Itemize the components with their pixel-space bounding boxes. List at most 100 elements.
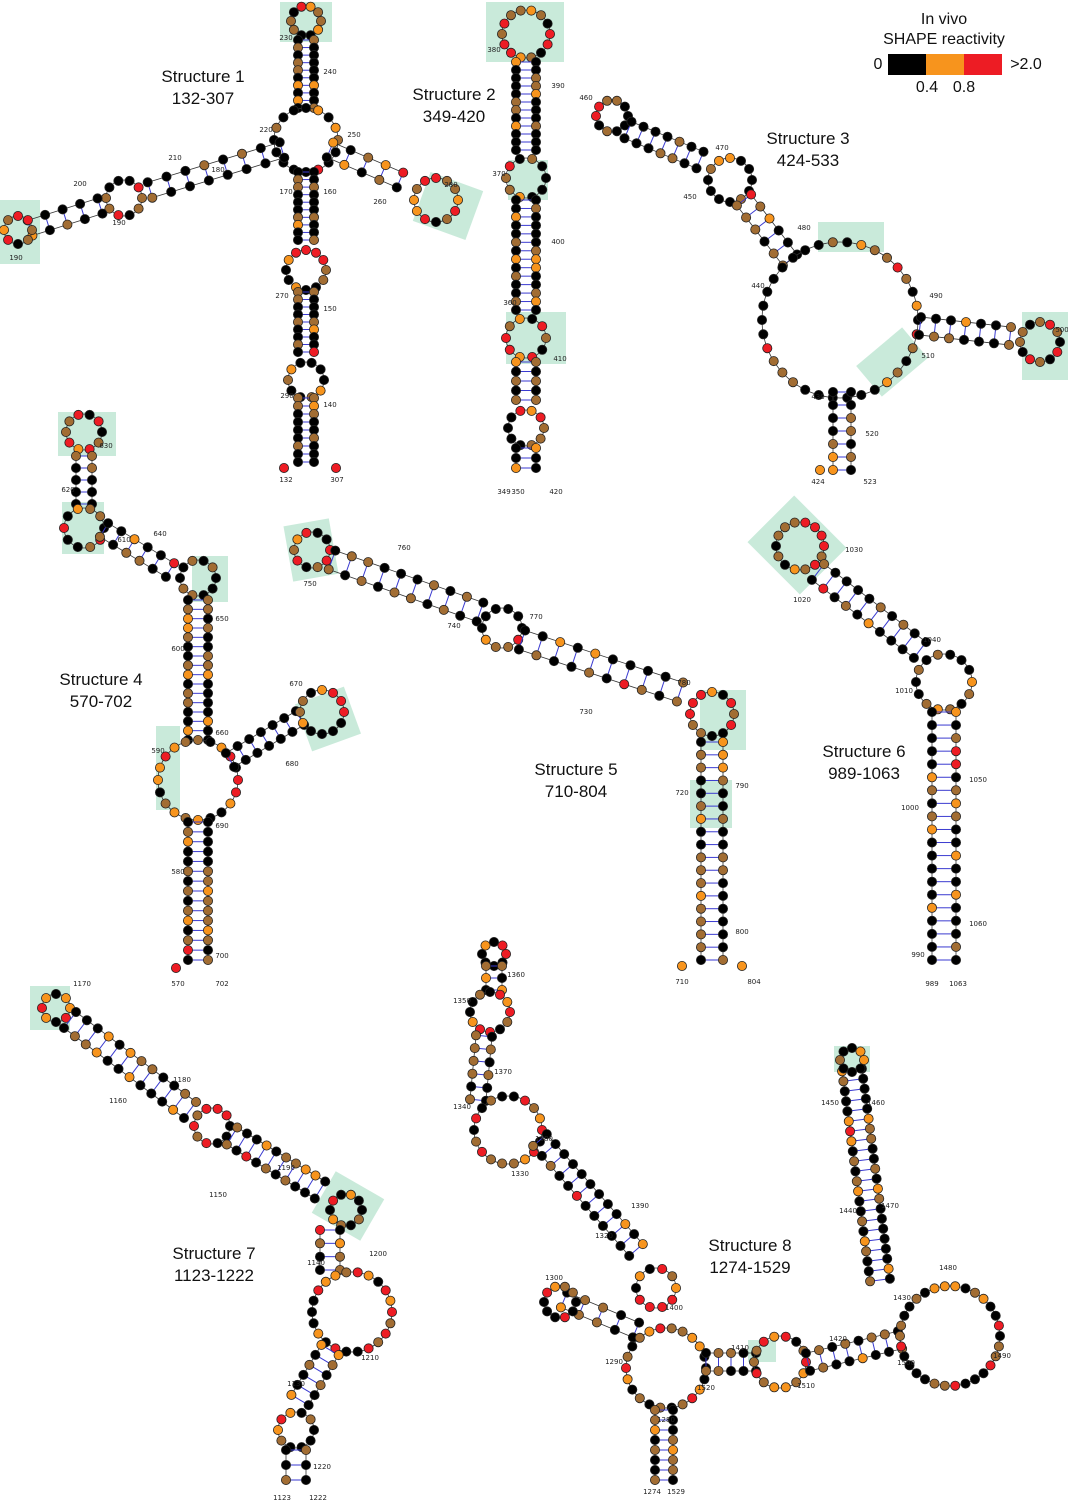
highlight-box	[192, 556, 228, 602]
nucleotide	[870, 1350, 881, 1361]
nucleotide	[482, 1082, 493, 1093]
base-pair	[776, 244, 786, 252]
nucleotide	[535, 433, 546, 444]
nucleotide	[476, 1146, 487, 1157]
nucleotide	[345, 1189, 356, 1200]
nucleotide	[121, 547, 132, 558]
backbone-strand	[237, 1127, 326, 1182]
nucleotide	[563, 1180, 574, 1191]
nucleotide	[71, 462, 82, 473]
nucleotide	[696, 839, 707, 850]
nucleotide	[696, 878, 707, 889]
nucleotide	[960, 1283, 971, 1294]
nucleotide	[327, 687, 338, 698]
nucleotide	[927, 759, 938, 770]
nucleotide	[314, 1265, 325, 1276]
nucleotide	[718, 839, 729, 850]
nucleotide	[638, 121, 649, 132]
nucleotide	[104, 182, 115, 193]
nucleotide	[271, 122, 282, 133]
nucleotide	[545, 1160, 556, 1171]
position-label: 1430	[893, 1294, 911, 1302]
nucleotide	[221, 1110, 232, 1121]
nucleotide	[534, 1113, 545, 1124]
nucleotide	[929, 331, 940, 342]
nucleotide	[380, 1285, 391, 1296]
nucleotide	[951, 915, 962, 926]
nucleotide	[318, 374, 329, 385]
nucleotide	[372, 581, 383, 592]
loop-backbone	[707, 157, 753, 203]
nucleotide	[531, 194, 542, 205]
structure-2-title: Structure 2 349-420	[412, 85, 495, 126]
nucleotide	[687, 1332, 698, 1343]
nucleotide	[169, 742, 180, 753]
nucleotide	[835, 1055, 846, 1066]
nucleotide	[629, 1229, 640, 1240]
nucleotide	[677, 1399, 688, 1410]
nucleotide	[490, 642, 501, 653]
nucleotide	[64, 437, 75, 448]
nucleotide	[438, 604, 449, 615]
nucleotide	[782, 237, 793, 248]
highlight-box	[283, 518, 339, 582]
nucleotide	[978, 1293, 989, 1304]
nucleotide	[576, 1169, 587, 1180]
nucleotide	[51, 1017, 62, 1028]
nucleotide	[961, 317, 972, 328]
nucleotide	[202, 595, 213, 606]
nucleotide	[643, 665, 654, 676]
position-label: 590	[151, 747, 164, 755]
nucleotide	[718, 942, 729, 953]
nucleotide	[506, 412, 517, 423]
nucleotide	[899, 1310, 910, 1321]
structure-8-title: Structure 8 1274-1529	[708, 1236, 791, 1277]
nucleotide	[531, 304, 542, 315]
nucleotide	[872, 1183, 883, 1194]
base-pair	[572, 651, 578, 664]
nucleotide	[188, 1121, 199, 1132]
nucleotide	[116, 526, 127, 537]
nucleotide	[789, 517, 800, 528]
nucleotide	[863, 1113, 874, 1124]
nucleotide	[810, 559, 821, 570]
nucleotide	[292, 456, 303, 467]
nucleotide	[510, 366, 521, 377]
nucleotide	[202, 905, 213, 916]
nucleotide	[694, 1341, 705, 1352]
base-pair	[294, 1396, 306, 1404]
nucleotide	[882, 252, 893, 263]
nucleotide	[225, 798, 236, 809]
nucleotide	[718, 737, 729, 748]
nucleotide	[927, 824, 938, 835]
position-label: 570	[171, 980, 184, 988]
nucleotide	[951, 850, 962, 861]
position-label: 190	[112, 219, 125, 227]
base-pair	[848, 1088, 861, 1092]
nucleotide	[450, 205, 461, 216]
nucleotide	[567, 1287, 578, 1298]
base-pair	[589, 657, 595, 669]
base-pair	[858, 1344, 863, 1355]
nucleotide	[531, 245, 542, 256]
nucleotide	[261, 1140, 272, 1151]
nucleotide	[71, 450, 82, 461]
position-label: 132	[279, 476, 292, 484]
nucleotide	[931, 313, 942, 324]
nucleotide	[510, 356, 521, 367]
nucleotide	[747, 174, 758, 185]
nucleotide	[71, 474, 82, 485]
nucleotide	[97, 426, 108, 437]
nucleotide	[280, 1475, 291, 1486]
nucleotide	[527, 313, 538, 324]
position-label: 1400	[665, 1304, 683, 1312]
nucleotide	[805, 1365, 816, 1376]
nucleotide	[846, 464, 857, 475]
nucleotide	[461, 591, 472, 602]
legend-color-bar	[888, 54, 1002, 75]
nucleotide	[282, 374, 293, 385]
nucleotide	[62, 534, 73, 545]
nucleotide	[718, 826, 729, 837]
base-pair	[300, 1386, 312, 1394]
